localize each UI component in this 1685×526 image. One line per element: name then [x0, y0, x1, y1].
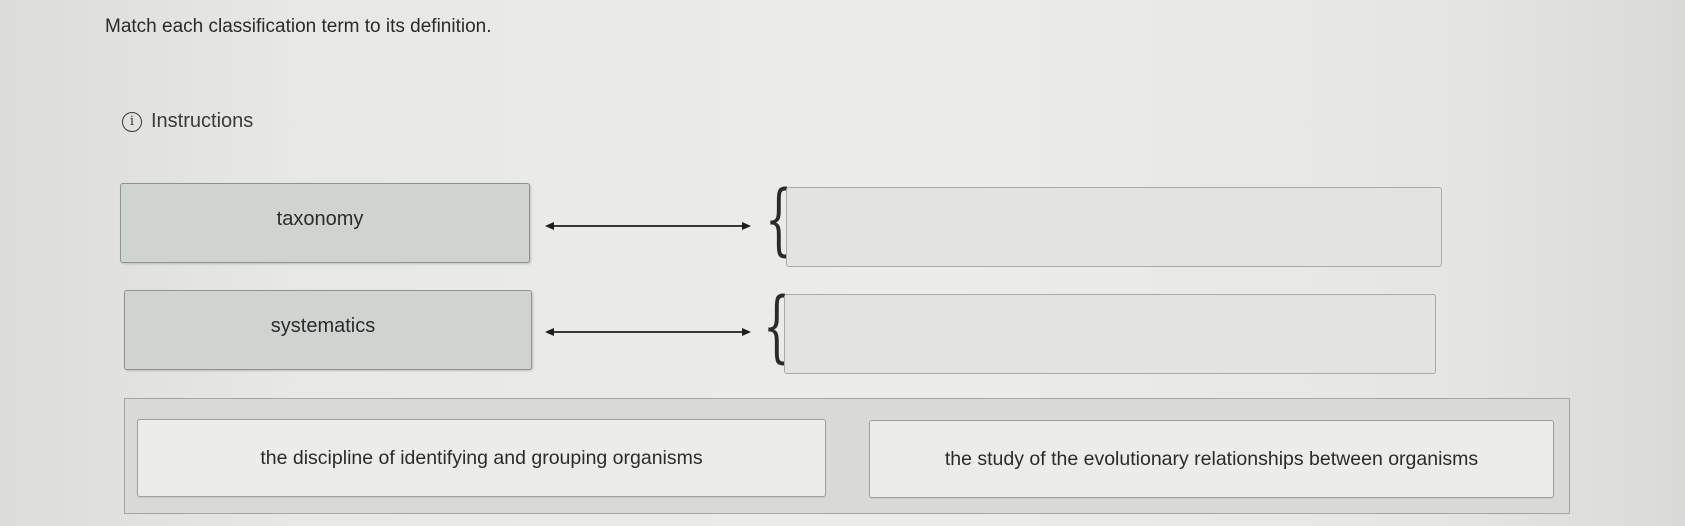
- definition-card-1[interactable]: the discipline of identifying and groupi…: [137, 419, 826, 497]
- term-label: systematics: [270, 315, 376, 337]
- definition-card-2[interactable]: the study of the evolutionary relationsh…: [869, 420, 1554, 498]
- connector-arrow-1: [545, 222, 751, 230]
- term-label: taxonomy: [276, 208, 364, 230]
- definition-label: the discipline of identifying and groupi…: [260, 447, 703, 469]
- drop-target-1[interactable]: [786, 187, 1442, 267]
- definition-label: the study of the evolutionary relationsh…: [944, 448, 1479, 470]
- term-card-taxonomy[interactable]: taxonomy: [120, 183, 530, 263]
- instructions-label: Instructions: [151, 110, 254, 132]
- info-icon: i: [122, 111, 142, 132]
- connector-arrow-2: [545, 328, 751, 336]
- term-card-systematics[interactable]: systematics: [124, 290, 532, 370]
- question-prompt: Match each classification term to its de…: [105, 16, 492, 37]
- instructions-toggle[interactable]: i Instructions: [122, 110, 253, 133]
- drop-target-2[interactable]: [784, 294, 1436, 374]
